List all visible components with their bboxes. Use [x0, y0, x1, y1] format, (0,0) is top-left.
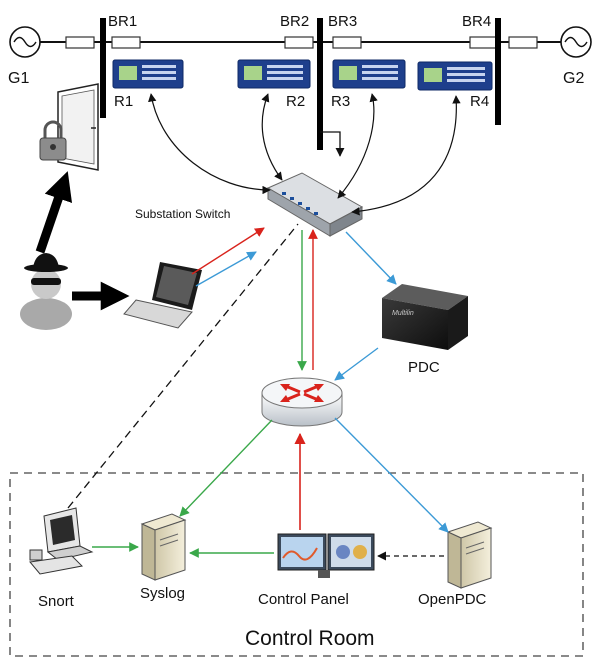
- br3-label: BR3: [328, 13, 357, 30]
- server-icon-openpdc: [446, 521, 493, 589]
- g2-label: G2: [563, 70, 584, 87]
- router-openpdc-blue: [334, 417, 449, 533]
- attack-arrows: [35, 171, 130, 311]
- r2-label: R2: [286, 93, 305, 110]
- generator-icon-g1: [9, 26, 41, 58]
- relay-icon-r3: [332, 59, 406, 89]
- breaker-icon-br1: [111, 36, 141, 49]
- breaker-icon-br3: [332, 36, 362, 49]
- control-room-boundary: [9, 472, 584, 657]
- r3-label: R3: [331, 93, 350, 110]
- workstation-icon: [29, 507, 94, 575]
- breaker-icon-br4: [469, 36, 499, 49]
- br4-label: BR4: [462, 13, 491, 30]
- router-icon: [261, 377, 343, 427]
- switch-icon: [266, 172, 364, 237]
- switch-label: Substation Switch: [135, 207, 230, 221]
- snort-label: Snort: [38, 593, 75, 610]
- switch-pdc-blue: [345, 231, 397, 285]
- r1-label: R1: [114, 93, 133, 110]
- attack-link-red: [191, 227, 265, 275]
- router-syslog-green: [179, 419, 273, 517]
- bus-bars: [100, 18, 501, 150]
- door-lock-icon: [39, 83, 99, 171]
- relay-icon-r2: [237, 59, 311, 89]
- attack-link-blue: [195, 251, 257, 287]
- pdc-router-blue: [334, 347, 379, 381]
- relay-icon-r1: [112, 59, 184, 89]
- breaker-icon-br2: [284, 36, 314, 49]
- syslog-label: Syslog: [140, 585, 185, 602]
- line-impedance-icon: [508, 36, 538, 49]
- pdc-device-icon: Multilin: [382, 284, 468, 350]
- generator-icon-g2: [560, 26, 592, 58]
- control-room-label: Control Room: [245, 627, 375, 650]
- br2-label: BR2: [280, 13, 309, 30]
- svg-text:Multilin: Multilin: [392, 310, 414, 317]
- g1-label: G1: [8, 70, 29, 87]
- br1-label: BR1: [108, 13, 137, 30]
- server-icon-syslog: [140, 513, 187, 581]
- pdc-label: PDC: [408, 359, 440, 376]
- snort-tap-link: [67, 223, 299, 509]
- monitor-icon: [277, 533, 375, 578]
- laptop-icon: [123, 262, 202, 329]
- control-panel-label: Control Panel: [258, 591, 349, 608]
- openpdc-label: OpenPDC: [418, 591, 487, 608]
- attacker-icon: [20, 253, 72, 330]
- breaker-icons: [65, 36, 538, 49]
- r4-label: R4: [470, 93, 489, 110]
- relay-switch-links: [148, 93, 461, 216]
- line-impedance-icon: [65, 36, 95, 49]
- relay-icon-r4: [417, 61, 493, 91]
